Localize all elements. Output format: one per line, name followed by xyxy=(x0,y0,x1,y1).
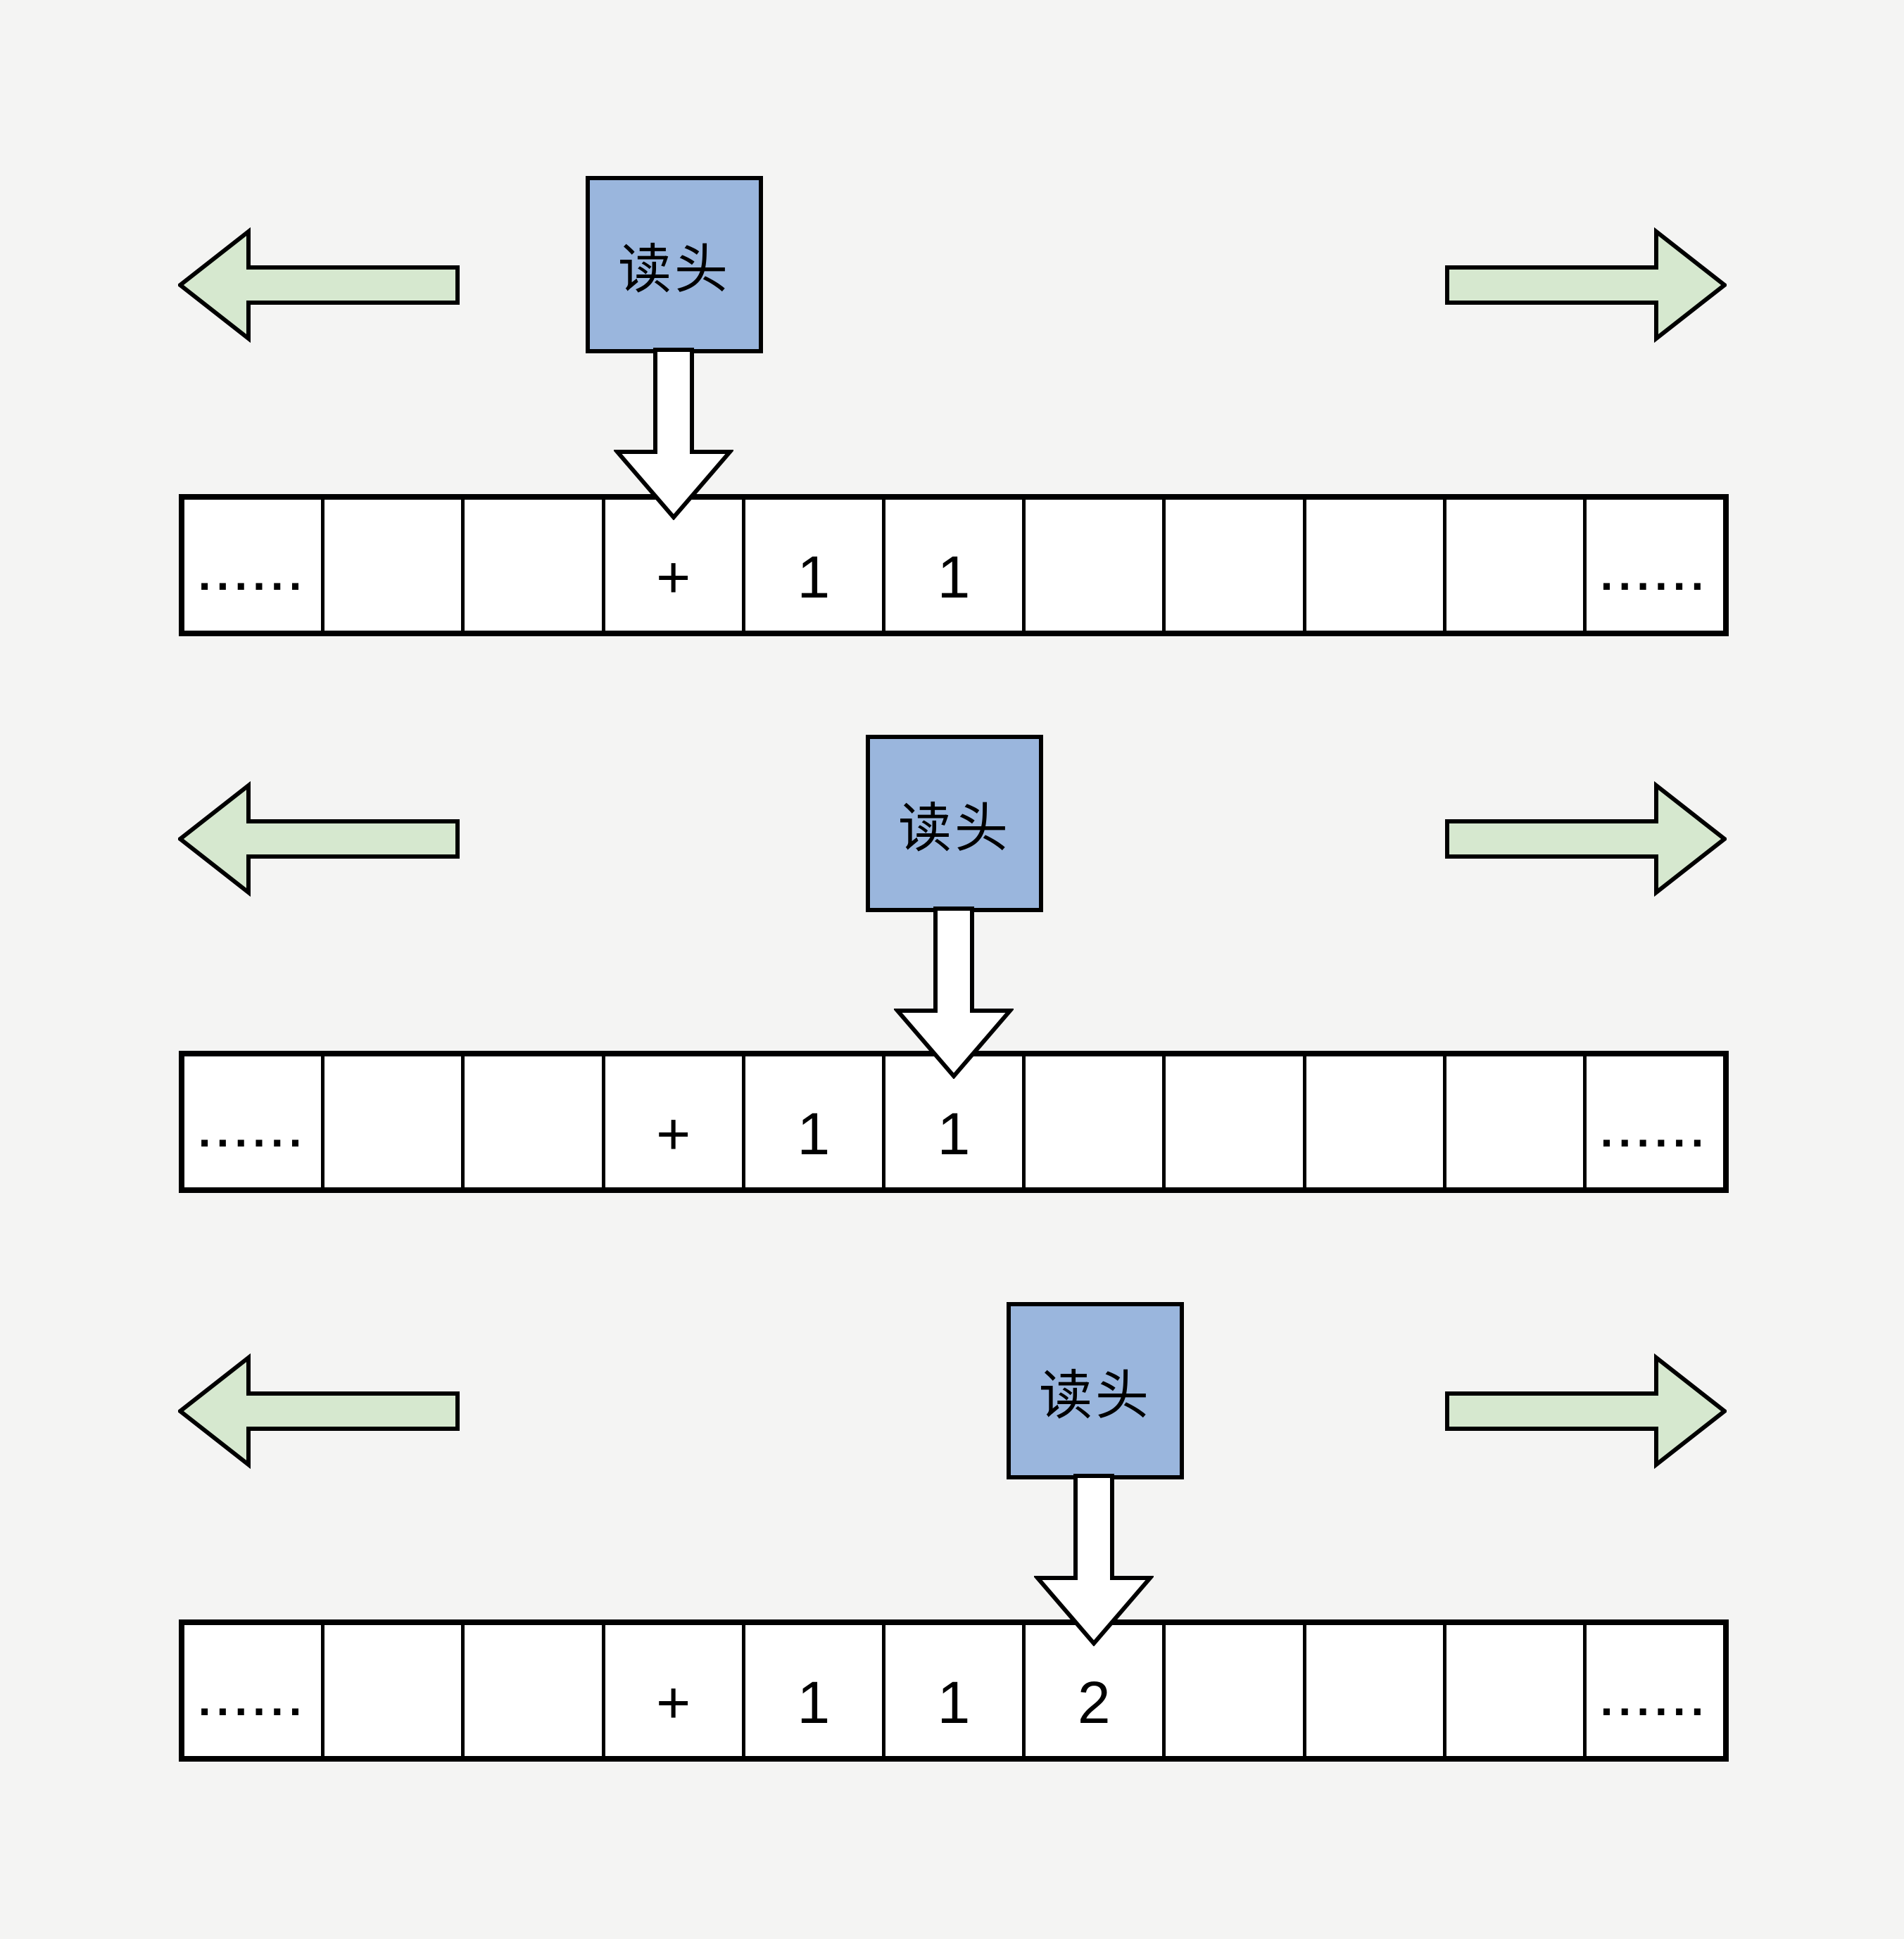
tape-cell: 2 xyxy=(1026,1625,1163,1756)
head-pointer-arrow-icon xyxy=(894,907,1014,1079)
tape-cell: ...... xyxy=(184,500,322,631)
tape-cell xyxy=(1166,500,1303,631)
read-head-box: 读头 xyxy=(586,176,763,353)
tape-cell: 1 xyxy=(745,1625,882,1756)
tape-cell xyxy=(1306,1625,1443,1756)
tape-cell xyxy=(324,500,462,631)
tape-cell xyxy=(1166,1625,1303,1756)
tape-cell: 1 xyxy=(745,1056,882,1187)
tape-cell: ...... xyxy=(1586,1056,1724,1187)
tape-cell: ...... xyxy=(184,1056,322,1187)
tape-cell: 1 xyxy=(885,500,1023,631)
read-head-label: 读头 xyxy=(898,797,1011,859)
tape-cell: ...... xyxy=(1586,1625,1724,1756)
tape-cell: ...... xyxy=(1586,500,1724,631)
tape-cell: ...... xyxy=(184,1625,322,1756)
tape-cell xyxy=(465,1625,602,1756)
tape-cell xyxy=(1446,1625,1583,1756)
move-left-arrow-icon xyxy=(178,1353,460,1469)
tape-cell xyxy=(1446,500,1583,631)
tape-cell xyxy=(465,1056,602,1187)
tape-cell xyxy=(1446,1056,1583,1187)
tape-cell xyxy=(1026,1056,1163,1187)
tape-cell: + xyxy=(605,1056,742,1187)
move-left-arrow-icon xyxy=(178,227,460,343)
move-right-arrow-icon xyxy=(1445,1353,1727,1469)
read-head-label: 读头 xyxy=(1039,1364,1152,1427)
move-right-arrow-icon xyxy=(1445,781,1727,897)
tape-cell: 1 xyxy=(885,1625,1023,1756)
read-head-box: 读头 xyxy=(866,735,1043,912)
move-left-arrow-icon xyxy=(178,781,460,897)
tape-cell xyxy=(1026,500,1163,631)
tape-cell xyxy=(1306,1056,1443,1187)
tape-cell xyxy=(324,1625,462,1756)
move-right-arrow-icon xyxy=(1445,227,1727,343)
read-head-box: 读头 xyxy=(1007,1302,1184,1479)
tape-cell xyxy=(1306,500,1443,631)
tape-cell: + xyxy=(605,500,742,631)
tape-cell xyxy=(1166,1056,1303,1187)
tape-cell xyxy=(324,1056,462,1187)
tape-cell: 1 xyxy=(745,500,882,631)
head-pointer-arrow-icon xyxy=(614,348,733,520)
read-head-label: 读头 xyxy=(618,238,731,301)
tape-cell: + xyxy=(605,1625,742,1756)
tape-cell xyxy=(465,500,602,631)
head-pointer-arrow-icon xyxy=(1034,1474,1154,1646)
